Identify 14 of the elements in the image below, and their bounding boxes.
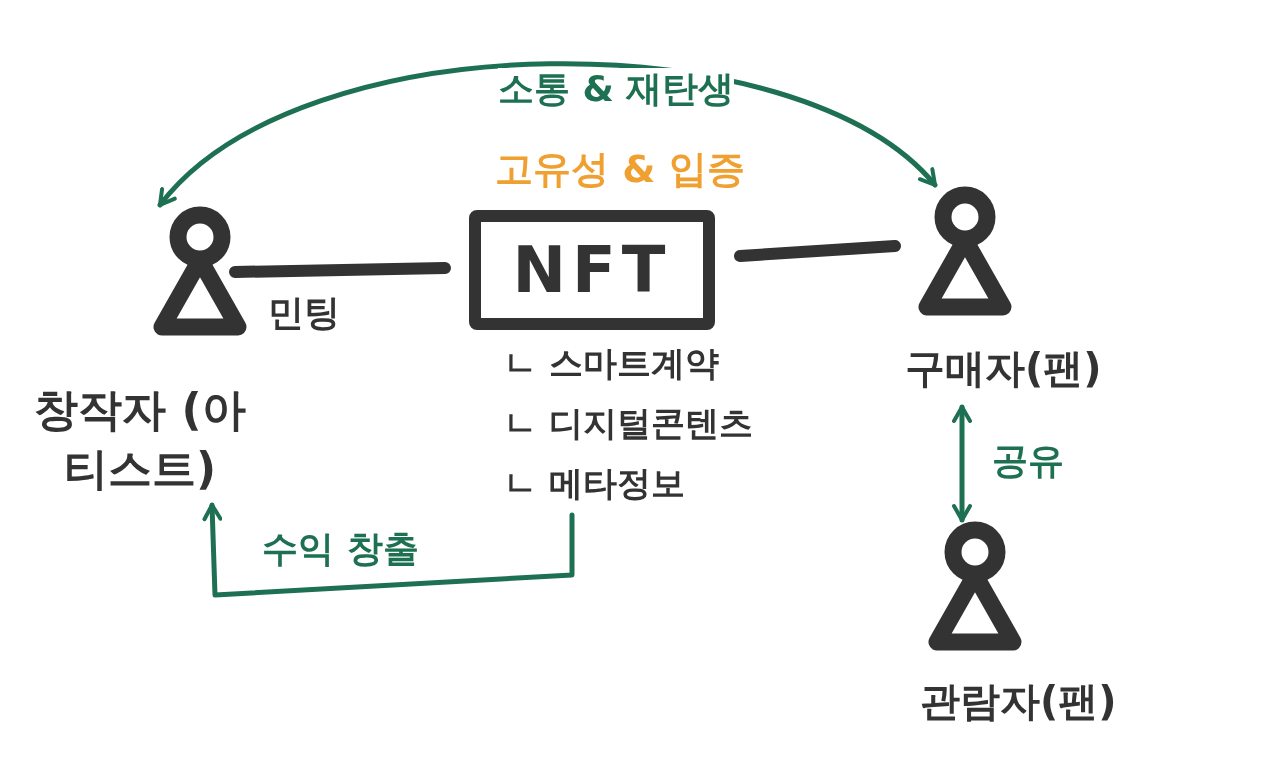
heading-text: 고유성 & 입증 <box>495 148 745 192</box>
connector-line <box>734 240 901 262</box>
connector-line <box>229 262 451 278</box>
list-item: ㄴ 디지털콘텐츠 <box>503 404 753 444</box>
nft-box: NFT <box>469 210 715 330</box>
person-label: 관람자(팬) <box>920 678 1117 724</box>
person-label: 창작자 (아티스트) <box>33 383 247 497</box>
list-item: ㄴ 메타정보 <box>503 464 685 504</box>
arrow <box>952 404 972 523</box>
arrow <box>202 502 575 598</box>
arrow <box>157 61 938 208</box>
person-label: 구매자(팬) <box>905 345 1102 391</box>
edge-label: 소통 & 재탄생 <box>498 68 735 110</box>
list-item: ㄴ 스마트계약 <box>503 344 719 384</box>
